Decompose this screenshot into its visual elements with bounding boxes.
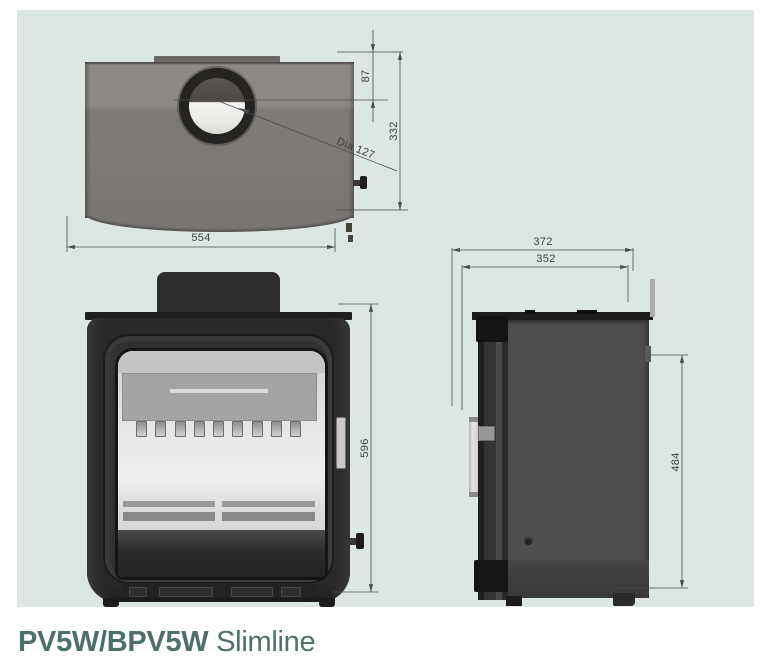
plinth-detail bbox=[231, 587, 273, 597]
top-plate-tab bbox=[577, 310, 597, 314]
door-knob-stem bbox=[350, 538, 357, 545]
product-model: PV5W/BPV5W bbox=[18, 626, 209, 658]
door-knob-cap bbox=[356, 533, 364, 549]
top-view-latch-detail bbox=[346, 223, 352, 232]
clip bbox=[136, 421, 147, 437]
top-view-side-knob-cap bbox=[360, 176, 367, 189]
top-view-flue-hole bbox=[189, 78, 245, 134]
air-control-slider bbox=[336, 417, 346, 469]
baffle-highlight bbox=[170, 389, 268, 393]
log-retainer-bar bbox=[222, 501, 315, 507]
side-view-foot bbox=[506, 596, 522, 606]
door-handle bbox=[469, 419, 478, 495]
door-handle-bracket bbox=[478, 426, 495, 441]
plinth-detail bbox=[281, 587, 301, 597]
door-handle-cap bbox=[469, 417, 478, 422]
side-view-base bbox=[508, 560, 649, 598]
top-view-side-knob-stem bbox=[353, 180, 361, 186]
door-hinge-top bbox=[476, 316, 508, 342]
baffle-plate bbox=[122, 373, 317, 421]
log-retainer-bar bbox=[222, 512, 315, 521]
rear-spigot-notch bbox=[645, 346, 651, 362]
plinth-detail bbox=[159, 587, 213, 597]
product-variant: Slimline bbox=[216, 626, 316, 658]
top-view-curved-front-edge bbox=[85, 214, 354, 232]
side-view-door-edge bbox=[478, 318, 508, 600]
clip bbox=[232, 421, 244, 437]
clip bbox=[290, 421, 301, 437]
product-title: PV5W/BPV5W Slimline bbox=[18, 626, 316, 659]
side-bolt bbox=[524, 536, 533, 545]
clip bbox=[174, 421, 186, 437]
front-view-flue-collar bbox=[157, 272, 280, 318]
clip bbox=[155, 421, 167, 437]
glass-lower-shade bbox=[118, 530, 325, 577]
firebrick-top bbox=[118, 351, 325, 373]
clip bbox=[193, 421, 205, 437]
top-view-latch-detail bbox=[348, 235, 353, 242]
top-plate-tab bbox=[525, 310, 535, 314]
clip bbox=[251, 421, 263, 437]
log-retainer-bar bbox=[123, 512, 215, 521]
front-view-foot bbox=[103, 598, 119, 607]
clip bbox=[270, 421, 282, 437]
door-handle-cap bbox=[469, 492, 478, 497]
side-view-body bbox=[508, 320, 649, 598]
diagram-panel bbox=[17, 10, 754, 607]
rear-flue-bracket bbox=[650, 279, 655, 317]
airwash-clip-row bbox=[136, 421, 301, 437]
front-view-foot bbox=[319, 598, 335, 607]
side-view-top-plate bbox=[472, 312, 653, 320]
log-retainer-bar bbox=[123, 501, 215, 507]
door-hinge-bottom bbox=[474, 560, 508, 592]
side-view-foot bbox=[613, 593, 635, 606]
top-view-rear-lip bbox=[154, 56, 280, 65]
clip bbox=[213, 421, 224, 437]
front-view-glass-window bbox=[115, 348, 328, 580]
plinth-detail bbox=[129, 587, 147, 597]
front-view-top-plate bbox=[85, 312, 352, 320]
